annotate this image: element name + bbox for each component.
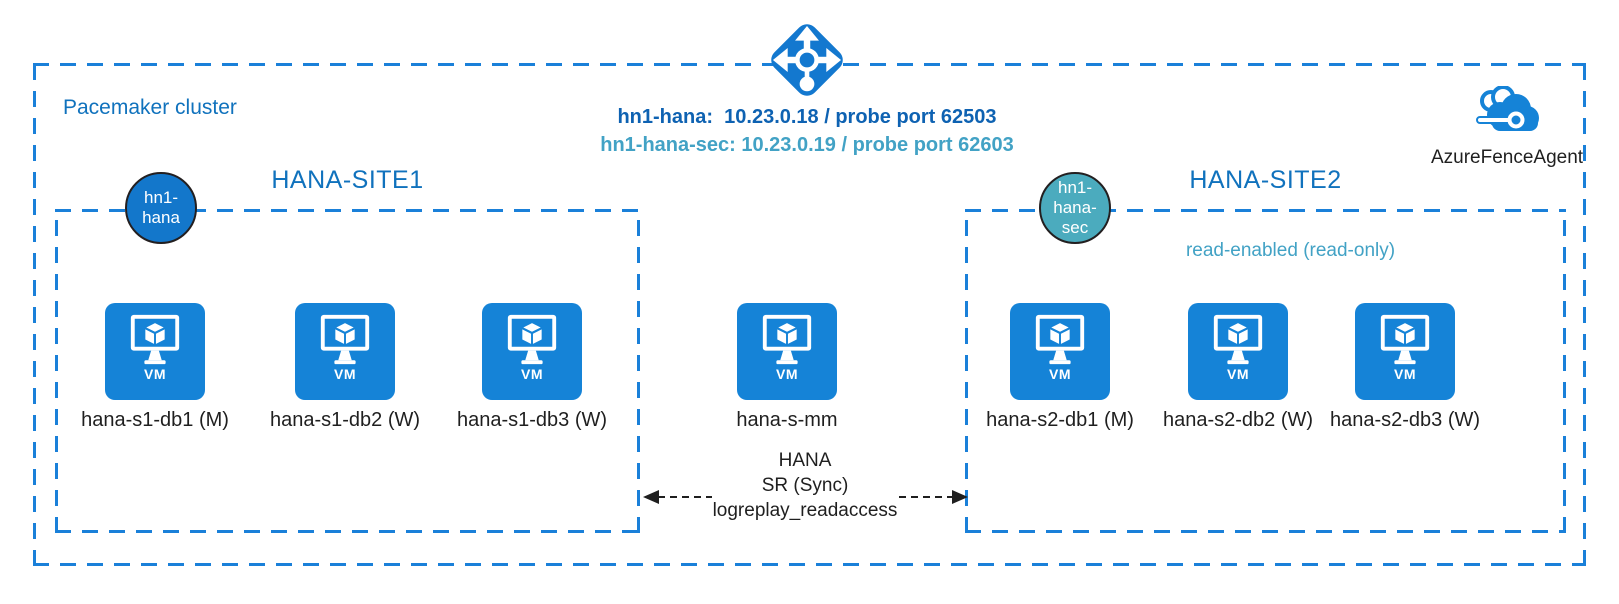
vm-hana-s2-db2: VM hana-s2-db2 (W) <box>1143 303 1333 432</box>
vm-label: hana-s-mm <box>736 409 838 431</box>
vm-icon-label: VM <box>334 366 356 382</box>
pacemaker-cluster-label: Pacemaker cluster <box>63 96 237 119</box>
vm-label: hana-s2-db1 (M) <box>986 409 1134 431</box>
vm-icon-label: VM <box>1394 366 1416 382</box>
lb-frontend-primary: hn1-hana: 10.23.0.18 / probe port 62503 <box>617 106 997 128</box>
vm-icon-label: VM <box>521 366 543 382</box>
vm-icon: VM <box>1010 303 1110 400</box>
hana-site2-title: HANA-SITE2 <box>1189 166 1342 194</box>
replication-line-3: logreplay_readaccess <box>712 500 898 521</box>
hana-site1-title: HANA-SITE1 <box>271 166 424 194</box>
replication-line-1: HANA <box>778 450 832 471</box>
hn1-hana-badge: hn1-hana <box>125 172 197 244</box>
vm-icon: VM <box>1188 303 1288 400</box>
vm-icon: VM <box>295 303 395 400</box>
vm-majority-maker: VM hana-s-mm <box>692 303 882 432</box>
replication-arrow-left <box>643 490 712 504</box>
vm-label: hana-s1-db1 (M) <box>81 409 229 431</box>
replication-line-2: SR (Sync) <box>761 475 849 496</box>
lb-frontend-secondary: hn1-hana-sec: 10.23.0.19 / probe port 62… <box>600 134 1014 156</box>
vm-icon-label: VM <box>1227 366 1249 382</box>
vm-label: hana-s2-db2 (W) <box>1162 409 1314 431</box>
vm-hana-s2-db1: VM hana-s2-db1 (M) <box>965 303 1155 432</box>
azure-cloud-icon <box>1469 85 1545 142</box>
load-balancer-frontends: hn1-hana: 10.23.0.18 / probe port 62503 … <box>527 103 1087 159</box>
vm-hana-s1-db3: VM hana-s1-db3 (W) <box>437 303 627 432</box>
vm-hana-s1-db2: VM hana-s1-db2 (W) <box>250 303 440 432</box>
azure-fence-agent-label: AzureFenceAgent <box>1430 147 1584 168</box>
vm-hana-s2-db3: VM hana-s2-db3 (W) <box>1310 303 1500 432</box>
vm-icon-label: VM <box>144 366 166 382</box>
replication-arrow-right <box>899 490 968 504</box>
vm-icon: VM <box>737 303 837 400</box>
replication-label: HANA SR (Sync) logreplay_readaccess <box>655 448 955 523</box>
vm-icon-label: VM <box>1049 366 1071 382</box>
vm-label: hana-s2-db3 (W) <box>1329 409 1481 431</box>
read-enabled-note: read-enabled (read-only) <box>1185 240 1396 261</box>
vm-label: hana-s1-db3 (W) <box>456 409 608 431</box>
vm-icon-label: VM <box>776 366 798 382</box>
vm-icon: VM <box>1355 303 1455 400</box>
vm-label: hana-s1-db2 (W) <box>269 409 421 431</box>
hn1-hana-sec-badge: hn1-hana-sec <box>1039 172 1111 244</box>
load-balancer-icon <box>761 14 853 111</box>
vm-icon: VM <box>482 303 582 400</box>
vm-icon: VM <box>105 303 205 400</box>
vm-hana-s1-db1: VM hana-s1-db1 (M) <box>60 303 250 432</box>
azure-fence-agent: AzureFenceAgent <box>1422 85 1592 169</box>
